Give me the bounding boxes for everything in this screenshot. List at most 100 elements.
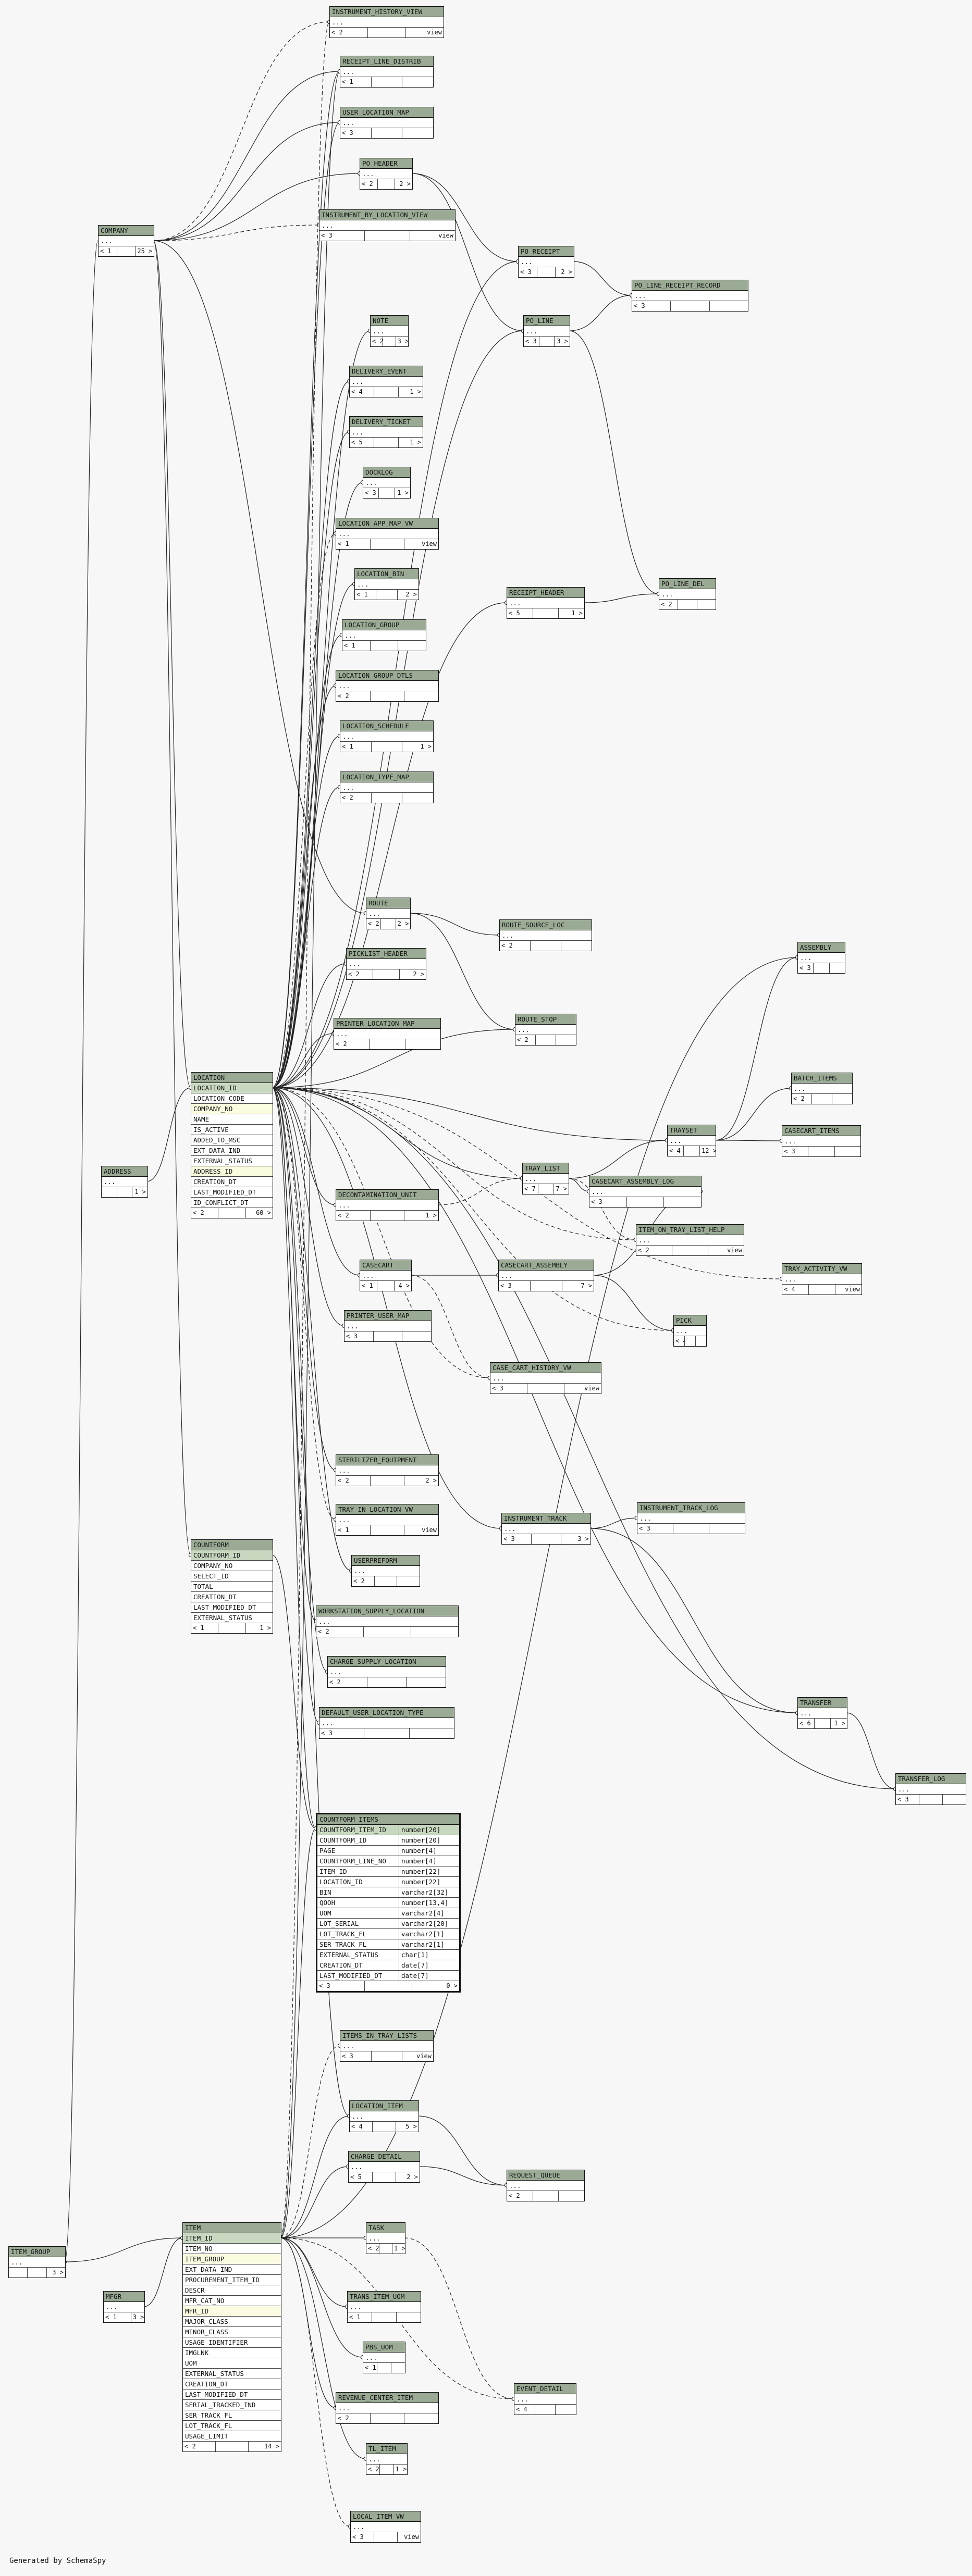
table-header[interactable]: USERPREFORM	[352, 1555, 420, 1566]
table-header[interactable]: CASECART_ASSEMBLY	[499, 1260, 594, 1271]
table-header[interactable]: ITEM_GROUP	[9, 2247, 65, 2257]
table-header[interactable]: DECONTAMINATION_UNIT	[336, 1190, 438, 1200]
table-userpreform[interactable]: USERPREFORM...< 2	[351, 1555, 420, 1587]
table-header[interactable]: ROUTE_SOURCE_LOC	[500, 920, 592, 930]
table-header[interactable]: CHARGE_DETAIL	[349, 2151, 420, 2162]
table-header[interactable]: LOCATION_ITEM	[350, 2101, 419, 2111]
table-user-location-map[interactable]: USER_LOCATION_MAP...< 3	[340, 107, 434, 139]
table-header[interactable]: PO_LINE_DEL	[659, 579, 716, 589]
table-assembly[interactable]: ASSEMBLY...< 3	[797, 942, 845, 974]
table-casecart-items[interactable]: CASECART_ITEMS...< 3	[782, 1125, 861, 1157]
table-header[interactable]: ROUTE_STOP	[515, 1014, 576, 1025]
table-header[interactable]: DELIVERY_TICKET	[350, 417, 423, 427]
table-header[interactable]: RECEIPT_LINE_DISTRIB	[340, 56, 433, 67]
table-header[interactable]: PO_LINE	[524, 316, 570, 326]
table-transfer-log[interactable]: TRANSFER_LOG...< 3	[895, 1773, 966, 1805]
table-header[interactable]: CASE_CART_HISTORY_VW	[490, 1363, 601, 1373]
table-header[interactable]: TRAY_ACTIVITY_VW	[782, 1264, 862, 1274]
table-header[interactable]: RECEIPT_HEADER	[507, 588, 584, 598]
table-header[interactable]: LOCATION_SCHEDULE	[340, 721, 433, 731]
table-header[interactable]: USER_LOCATION_MAP	[340, 107, 433, 118]
table-header[interactable]: TL_ITEM	[366, 2444, 407, 2454]
table-header[interactable]: COMPANY	[99, 226, 154, 236]
table-charge-supply-location[interactable]: CHARGE_SUPPLY_LOCATION...< 2	[327, 1656, 446, 1688]
table-header[interactable]: LOCAL_ITEM_VW	[351, 2511, 421, 2522]
table-pbs-uom[interactable]: PBS_UOM...< 1	[363, 2342, 405, 2373]
table-header[interactable]: CHARGE_SUPPLY_LOCATION	[328, 1657, 446, 1667]
table-event-detail[interactable]: EVENT_DETAIL...< 4	[514, 2383, 576, 2415]
table-header[interactable]: LOCATION_GROUP	[342, 620, 426, 630]
table-header[interactable]: EVENT_DETAIL	[514, 2384, 576, 2394]
table-trans-item-uom[interactable]: TRANS_ITEM_UOM...< 1	[347, 2291, 421, 2323]
table-printer-user-map[interactable]: PRINTER_USER_MAP...< 3	[344, 1310, 432, 1342]
table-header[interactable]: INSTRUMENT_TRACK_LOG	[637, 1503, 745, 1513]
table-header[interactable]: TRANSFER	[798, 1698, 847, 1708]
table-header[interactable]: LOCATION_TYPE_MAP	[340, 772, 433, 782]
table-workstation-supply-location[interactable]: WORKSTATION_SUPPLY_LOCATION...< 2	[316, 1606, 459, 1637]
table-casecart-assembly-log[interactable]: CASECART_ASSEMBLY_LOG...< 3	[589, 1176, 702, 1208]
table-header[interactable]: DELIVERY_EVENT	[350, 366, 423, 377]
table-header[interactable]: INSTRUMENT_TRACK	[502, 1513, 590, 1524]
table-batch-items[interactable]: BATCH_ITEMS...< 2	[791, 1073, 853, 1104]
table-header[interactable]: PBS_UOM	[363, 2342, 405, 2353]
table-header[interactable]: BATCH_ITEMS	[792, 1073, 852, 1084]
table-header[interactable]: COUNTFORM_ITEMS	[317, 1814, 459, 1825]
table-header[interactable]: INSTRUMENT_BY_LOCATION_VIEW	[319, 210, 455, 220]
table-default-user-location-type[interactable]: DEFAULT_USER_LOCATION_TYPE...< 3	[319, 1707, 454, 1739]
table-header[interactable]: MFGR	[104, 2292, 144, 2302]
table-header[interactable]: PICK	[674, 1315, 706, 1326]
table-header[interactable]: TRAY_IN_LOCATION_VW	[336, 1504, 438, 1515]
table-header[interactable]: DOCKLOG	[363, 467, 410, 478]
table-header[interactable]: TRAY_LIST	[523, 1163, 569, 1174]
table-header[interactable]: CASECART_ASSEMBLY_LOG	[589, 1176, 701, 1187]
table-header[interactable]: ITEM	[183, 2223, 281, 2233]
table-header[interactable]: PICKLIST_HEADER	[347, 949, 426, 959]
table-location-group[interactable]: LOCATION_GROUP...< 1	[342, 619, 426, 651]
table-header[interactable]: LOCATION_GROUP_DTLS	[336, 670, 438, 681]
table-header[interactable]: TRANSFER_LOG	[896, 1774, 966, 1784]
table-route-source-loc[interactable]: ROUTE_SOURCE_LOC...< 2	[499, 919, 592, 951]
table-header[interactable]: PO_HEADER	[360, 158, 412, 169]
table-header[interactable]: TRANS_ITEM_UOM	[348, 2292, 421, 2302]
table-header[interactable]: ADDRESS	[102, 1166, 147, 1177]
table-header[interactable]: STERILIZER_EQUIPMENT	[336, 1455, 438, 1465]
table-header[interactable]: CASECART_ITEMS	[782, 1126, 860, 1136]
table-instrument-track-log[interactable]: INSTRUMENT_TRACK_LOG...< 3	[637, 1502, 745, 1534]
table-header[interactable]: TASK	[366, 2223, 405, 2233]
table-location-group-dtls[interactable]: LOCATION_GROUP_DTLS...< 2	[336, 670, 439, 702]
table-header[interactable]: ROUTE	[366, 898, 410, 909]
table-header[interactable]: PRINTER_USER_MAP	[344, 1311, 431, 1321]
table-header[interactable]: CASECART	[360, 1260, 411, 1271]
table-header[interactable]: COUNTFORM	[191, 1540, 273, 1550]
table-request-queue[interactable]: REQUEST_QUEUE...< 2	[507, 2170, 585, 2201]
table-printer-location-map[interactable]: PRINTER_LOCATION_MAP...< 2	[334, 1018, 441, 1050]
table-po-line-receipt-record[interactable]: PO_LINE_RECEIPT_RECORD...< 3	[632, 280, 748, 312]
